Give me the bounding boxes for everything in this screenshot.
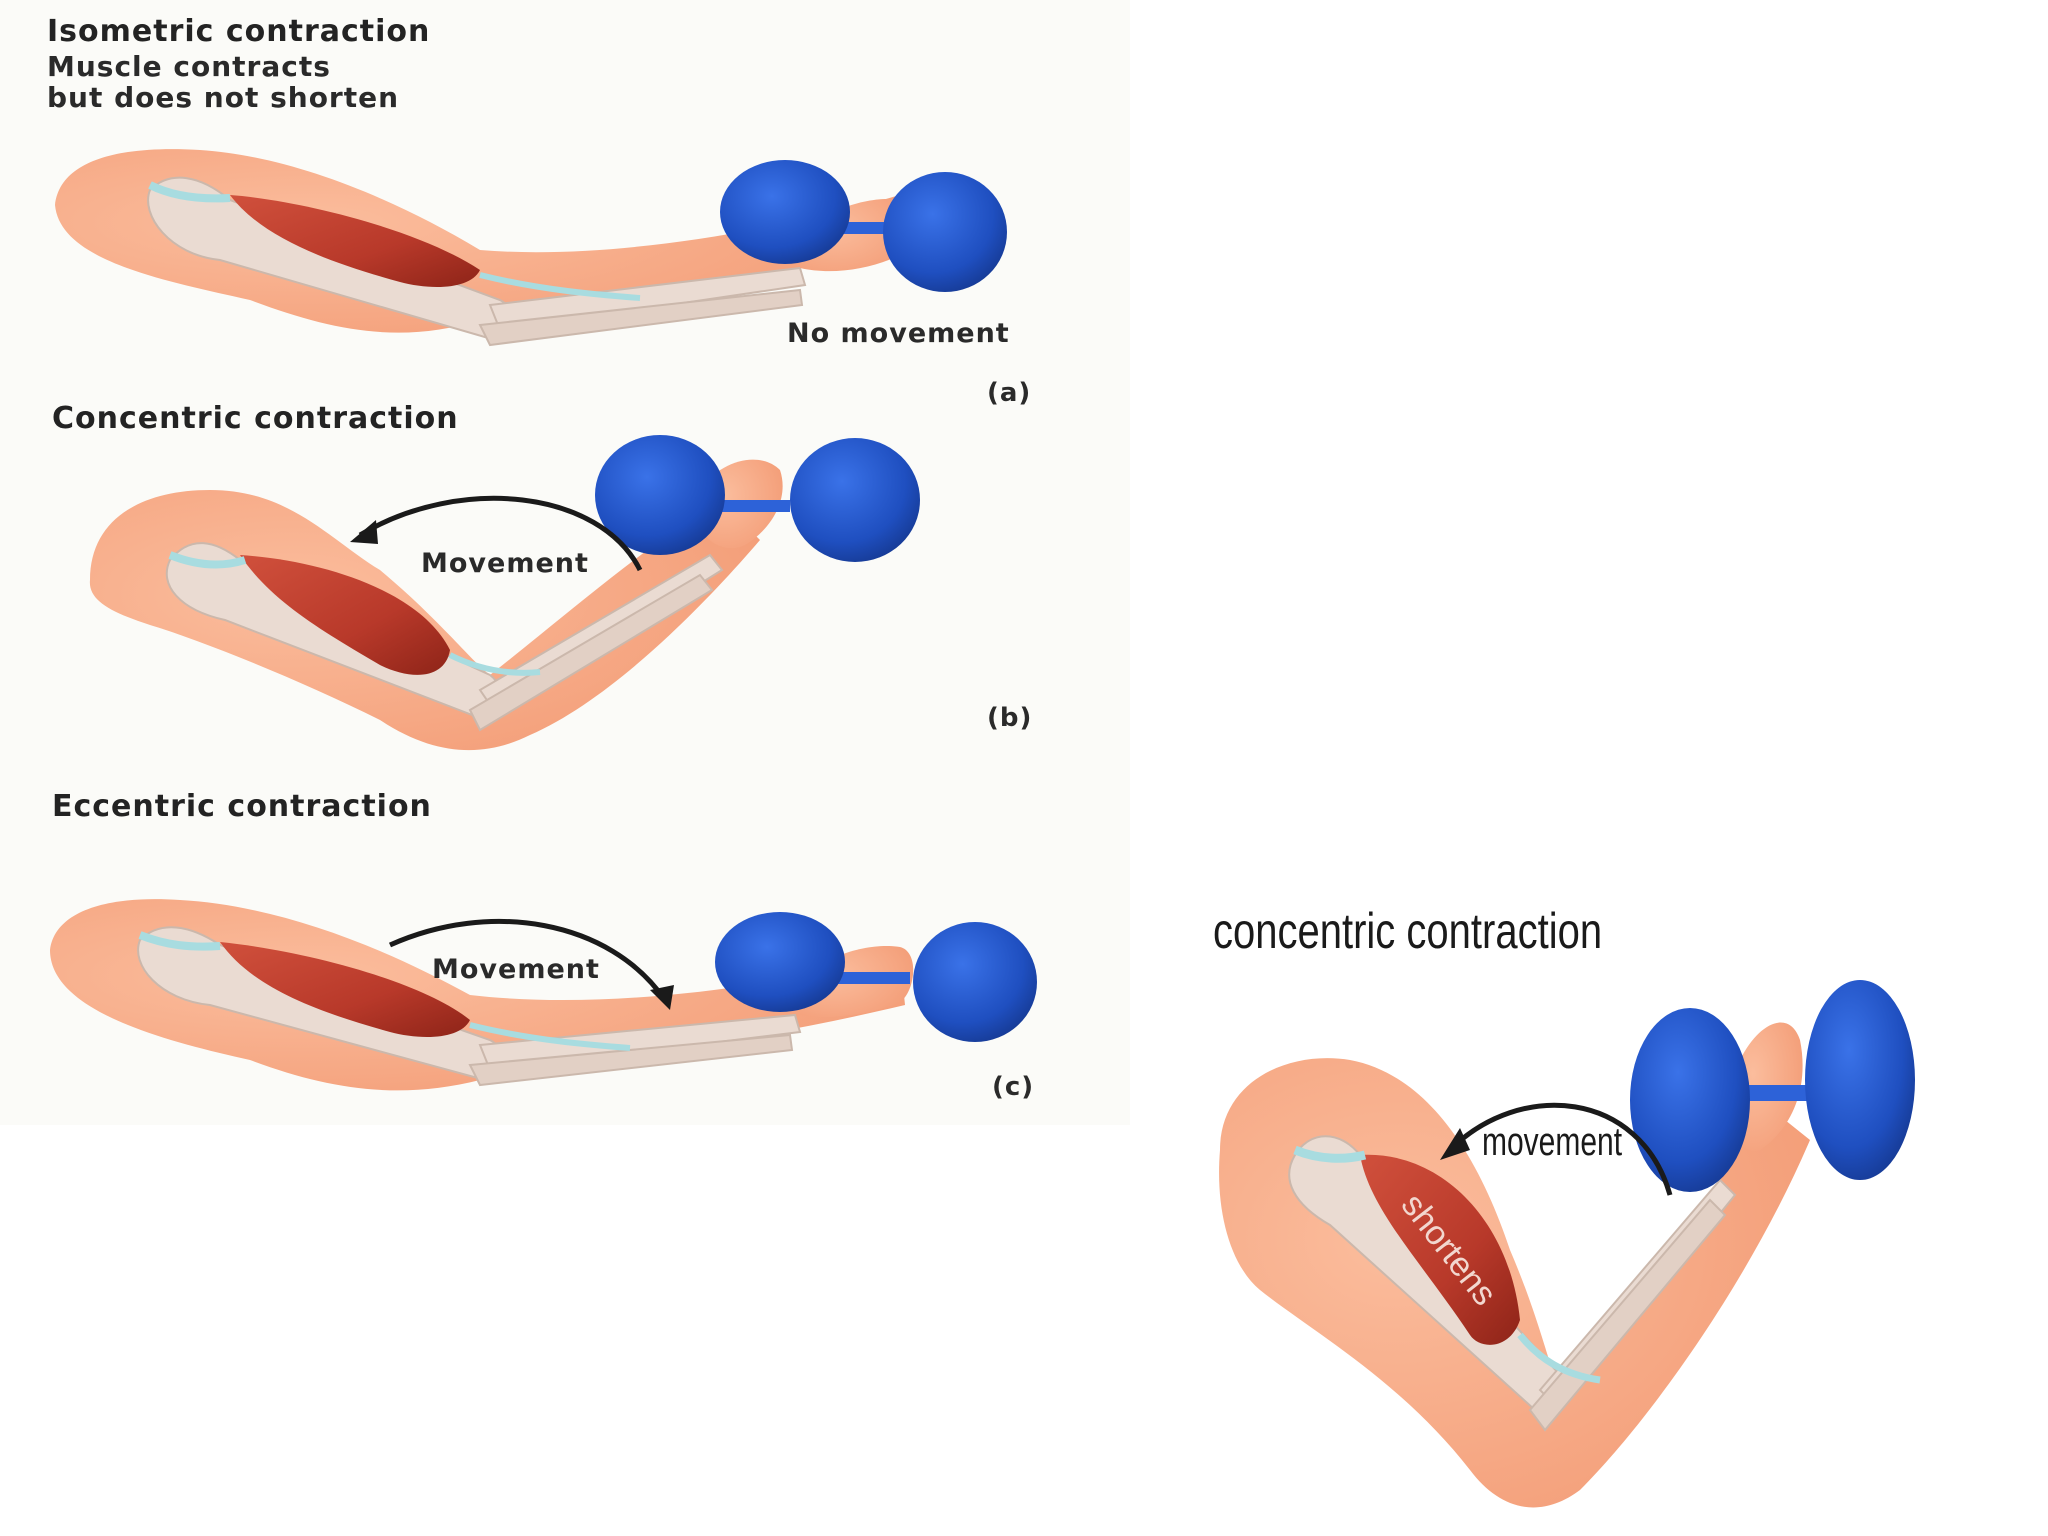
label-movement-b: Movement <box>421 548 589 579</box>
subtitle-line-1: Muscle contracts <box>47 50 331 83</box>
title-isometric: Isometric contraction <box>47 14 431 49</box>
title-concentric: Concentric contraction <box>52 401 459 436</box>
label-no-movement: No movement <box>787 318 1010 349</box>
title-eccentric: Eccentric contraction <box>52 789 432 824</box>
panel-tag-a: (a) <box>987 378 1032 408</box>
arm-eccentric <box>50 899 1037 1091</box>
arm-isometric <box>55 149 1007 347</box>
label-movement-c: Movement <box>432 954 600 985</box>
title-inset-concentric: concentric contraction <box>1213 903 1603 959</box>
panel-tag-c: (c) <box>992 1072 1035 1102</box>
subtitle-line-2: but does not shorten <box>47 81 400 114</box>
label-movement-inset: movement <box>1482 1120 1623 1164</box>
panel-tag-b: (b) <box>987 703 1033 733</box>
arm-concentric <box>89 435 920 751</box>
subtitle-isometric: Muscle contracts but does not shorten <box>47 51 399 113</box>
arm-inset: shortens <box>1219 980 1915 1508</box>
